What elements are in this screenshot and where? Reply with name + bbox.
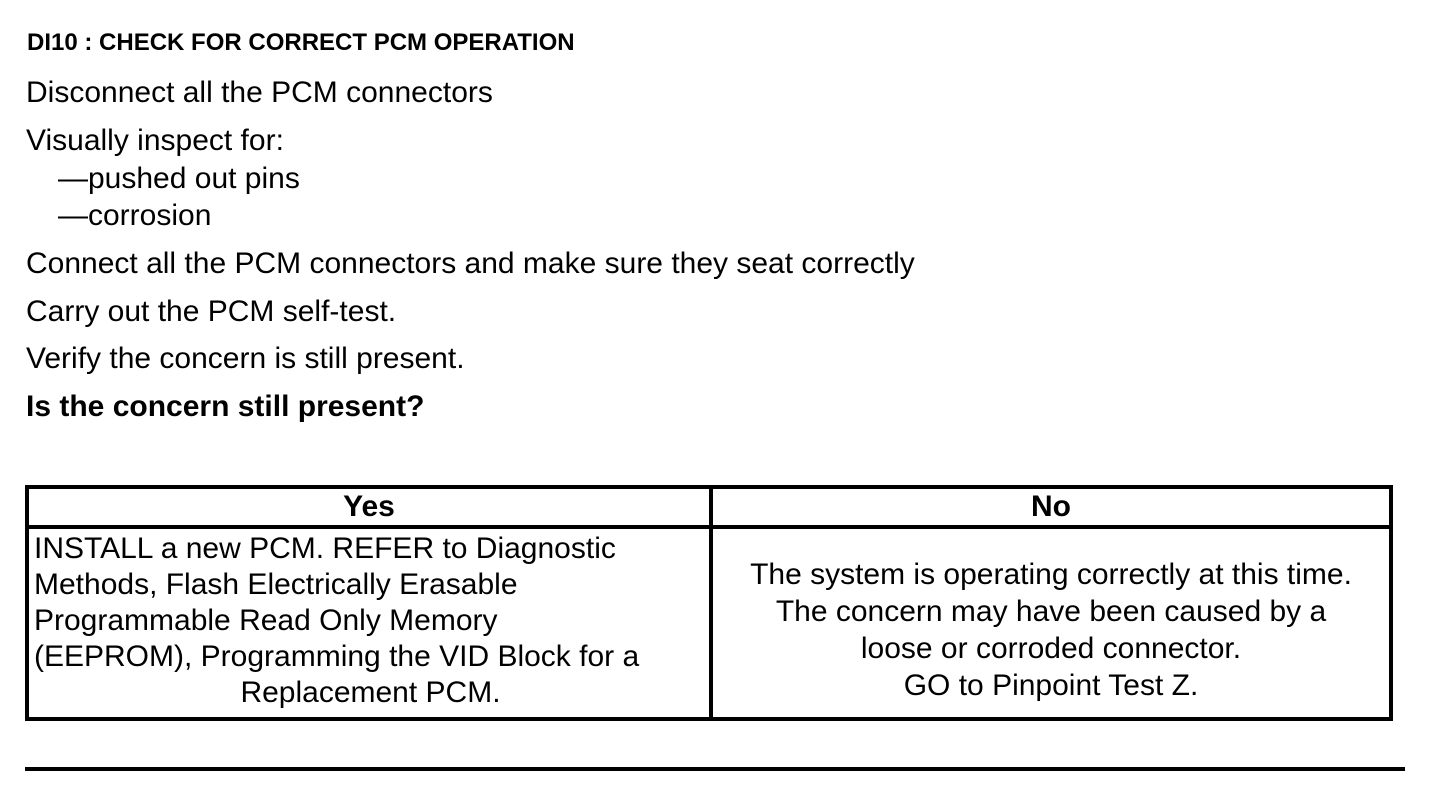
no-action-line: GO to Pinpoint Test Z. [903,669,1199,702]
instruction-verify: Verify the concern is still present. [26,342,465,375]
decision-action-row: INSTALL a new PCM. REFER to Diagnostic M… [25,525,1393,721]
instruction-inspect: Visually inspect for: [26,124,284,157]
section-divider [25,767,1405,771]
inspect-item-corrosion: —corrosion [58,199,212,232]
instruction-self-test: Carry out the PCM self-test. [26,295,397,328]
yes-action: INSTALL a new PCM. REFER to Diagnostic M… [25,525,713,721]
no-action: The system is operating correctly at thi… [709,525,1393,721]
step-question: Is the concern still present? [26,390,425,423]
no-header: No [709,485,1393,529]
decision-header-row: Yes No [25,485,1393,529]
yes-action-line: (EEPROM), Programming the VID Block for … [34,640,640,673]
yes-action-line: Programmable Read Only Memory [34,604,498,637]
step-title: DI10 : CHECK FOR CORRECT PCM OPERATION [27,29,575,56]
no-action-line: loose or corroded connector. [860,632,1242,665]
yes-action-line: INSTALL a new PCM. REFER to Diagnostic [34,532,616,565]
instruction-connect: Connect all the PCM connectors and make … [26,247,915,280]
no-action-line: The concern may have been caused by a [775,595,1327,628]
yes-action-line: Replacement PCM. [240,676,501,709]
yes-header: Yes [25,485,713,529]
instruction-disconnect: Disconnect all the PCM connectors [26,76,493,109]
inspect-item-pins: —pushed out pins [58,162,300,195]
yes-action-line: Methods, Flash Electrically Erasable [34,568,518,601]
no-action-line: The system is operating correctly at thi… [750,558,1352,591]
decision-table: Yes No INSTALL a new PCM. REFER to Diagn… [25,485,1393,721]
